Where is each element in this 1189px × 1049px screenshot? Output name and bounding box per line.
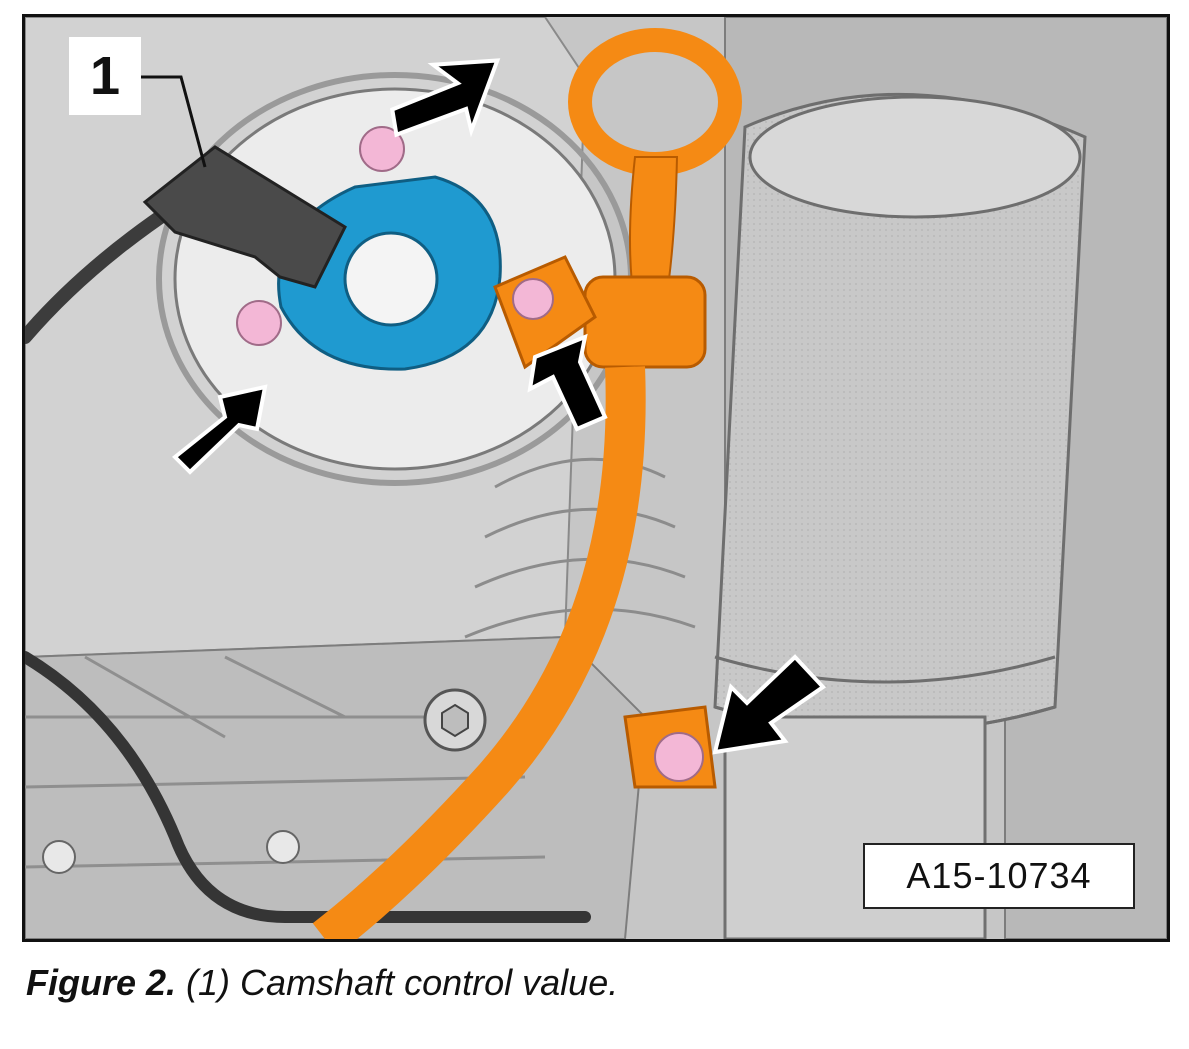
caption-description: (1) Camshaft control value. <box>186 962 619 1003</box>
callout-number: 1 <box>69 37 141 115</box>
center-hex-bolt-head <box>441 703 469 738</box>
camshaft-valve-bore <box>343 231 439 327</box>
bolt-bracket-lower <box>654 732 704 782</box>
arrow-bracket-upper <box>527 333 608 432</box>
caption-figure-label: Figure 2. <box>26 962 177 1003</box>
timing-cover-ribs <box>464 457 696 639</box>
bolt-bracket-upper <box>512 278 554 320</box>
dipstick-tube <box>312 366 646 939</box>
arrow-bracket-lower <box>712 654 827 755</box>
sensor-cable <box>25 200 182 344</box>
wiring-loop <box>25 651 591 923</box>
oil-filter-cap <box>748 95 1082 219</box>
lower-bolt-left <box>42 840 76 874</box>
engine-diagram <box>25 17 1167 939</box>
arrow-top <box>390 58 501 138</box>
bolt-top <box>359 126 405 172</box>
figure-caption: Figure 2. (1) Camshaft control value. <box>26 962 618 1004</box>
dipstick-collar <box>583 275 707 369</box>
bolt-left <box>236 300 282 346</box>
figure-frame: 1 A15-10734 <box>22 14 1170 942</box>
electrical-connector <box>142 145 347 289</box>
arrow-left <box>172 384 268 475</box>
reference-code: A15-10734 <box>863 843 1135 909</box>
lower-bolt-mid <box>266 830 300 864</box>
